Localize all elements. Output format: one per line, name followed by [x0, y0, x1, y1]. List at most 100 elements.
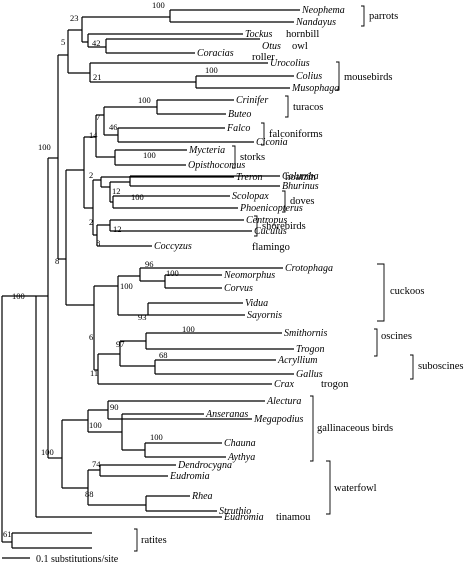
taxon-label: Vidua — [245, 298, 268, 309]
tip-labels: Neophema Nandayus Tockus Otus Coracias U… — [154, 5, 345, 523]
taxon-label: Smithornis — [284, 328, 327, 339]
support-value: 2 — [89, 217, 93, 227]
group-labels: parrots hornbill owl roller mousebirds t… — [134, 5, 464, 552]
support-value: 100 — [150, 432, 163, 442]
support-value: 100 — [41, 447, 54, 457]
taxon-label: Otus — [262, 41, 281, 52]
support-value: 100 — [131, 192, 144, 202]
taxon-label: Alectura — [266, 396, 301, 407]
taxon-label: Rhea — [191, 491, 213, 502]
group-label-turacos: turacos — [293, 102, 323, 113]
support-value: 6 — [89, 332, 93, 342]
taxon-label: Coracias — [197, 48, 234, 59]
group-label-flamingo: flamingo — [252, 242, 290, 253]
group-label-oscines: oscines — [381, 331, 412, 342]
taxon-label: Gallus — [296, 369, 323, 380]
group-label-parrots: parrots — [369, 11, 398, 22]
support-value: 12 — [112, 186, 121, 196]
taxon-label: Acryllium — [277, 355, 317, 366]
group-label-roller: roller — [252, 52, 275, 63]
support-value: 96 — [145, 259, 154, 269]
tree-branches — [1, 9, 300, 559]
taxon-label: Urocolius — [270, 58, 310, 69]
taxon-label: Corvus — [224, 283, 253, 294]
group-label-cuckoos: cuckoos — [390, 286, 424, 297]
taxon-label: Dendrocygna — [177, 460, 232, 471]
support-value: 97 — [116, 339, 125, 349]
taxon-label: Eudromia — [223, 512, 264, 523]
support-value: 14 — [89, 130, 98, 140]
group-label-ratites: ratites — [141, 535, 167, 546]
taxon-label: Scolopax — [232, 191, 269, 202]
group-label-owl: owl — [292, 41, 308, 52]
support-value: 61 — [3, 529, 12, 539]
taxon-label: Crax — [274, 379, 295, 390]
taxon-label: Megapodius — [253, 414, 304, 425]
taxon-label: Sayornis — [247, 310, 282, 321]
support-value: 23 — [70, 13, 79, 23]
support-value: 90 — [110, 402, 119, 412]
support-value: 74 — [92, 459, 101, 469]
support-value: 46 — [109, 122, 118, 132]
taxon-label: Cuculus — [254, 226, 287, 237]
taxon-label: Crotophaga — [285, 263, 333, 274]
support-value: 100 — [89, 420, 102, 430]
support-value: 100 — [166, 268, 179, 278]
taxon-label: Coccyzus — [154, 241, 192, 252]
support-value: 2 — [89, 170, 93, 180]
taxon-label: Falco — [226, 123, 250, 134]
taxon-label: Musophaga — [291, 83, 339, 94]
taxon-label: Centropus — [246, 215, 287, 226]
group-label-storks: storks — [240, 152, 265, 163]
taxon-label: Crinifer — [236, 95, 268, 106]
group-label-doves: doves — [290, 196, 315, 207]
taxon-label: Tockus — [245, 29, 273, 40]
taxon-label: Ciconia — [256, 137, 288, 148]
support-value: 7 — [96, 112, 100, 122]
support-value: 100 — [12, 291, 25, 301]
group-label-hornbill: hornbill — [286, 29, 319, 40]
taxon-label: Colius — [296, 71, 322, 82]
taxon-label: Treron — [236, 172, 263, 183]
taxon-label: Neomorphus — [223, 270, 275, 281]
support-value: 100 — [38, 142, 51, 152]
taxon-label: Buteo — [228, 109, 251, 120]
taxon-label: Struthio — [219, 506, 251, 517]
support-value: 100 — [205, 65, 218, 75]
support-values: 100 23 42 5 21 100 100 7 46 14 100 100 2… — [3, 0, 218, 539]
support-value: 88 — [85, 489, 94, 499]
group-label-tinamou: tinamou — [276, 512, 311, 523]
group-label-shorebirds: shorebirds — [262, 221, 306, 232]
support-value: 42 — [92, 38, 101, 48]
taxon-label: Bhurinus — [282, 181, 319, 192]
taxon-label: Aythya — [227, 452, 255, 463]
taxon-label: Mycteria — [188, 145, 225, 156]
support-value: 100 — [143, 150, 156, 160]
group-label-gallinaceous: gallinaceous birds — [317, 423, 393, 434]
taxon-label: Phoenicopterus — [239, 203, 303, 214]
group-label-falconiforms: falconiforms — [269, 129, 323, 140]
support-value: 68 — [159, 350, 168, 360]
support-value: 8 — [96, 238, 100, 248]
support-value: 12 — [113, 224, 122, 234]
support-value: 100 — [138, 95, 151, 105]
group-label-mousebirds: mousebirds — [344, 72, 392, 83]
taxon-label: Trogon — [296, 344, 325, 355]
support-value: 8 — [55, 256, 59, 266]
taxon-label: Nandayus — [295, 17, 336, 28]
support-value: 100 — [152, 0, 165, 10]
taxon-label: Eudromia — [169, 471, 210, 482]
support-value: 11 — [90, 368, 98, 378]
scale-bar-label: 0.1 substitutions/site — [36, 554, 119, 565]
taxon-label: Neophema — [301, 5, 345, 16]
support-value: 100 — [182, 324, 195, 334]
taxon-label: Chauna — [224, 438, 256, 449]
group-label-suboscines: suboscines — [418, 361, 464, 372]
taxon-label: Columba — [282, 171, 319, 182]
support-value: 5 — [61, 37, 65, 47]
support-value: 100 — [120, 281, 133, 291]
taxon-label: Opisthocomus — [188, 160, 245, 171]
support-value: 21 — [93, 72, 102, 82]
support-value: 93 — [138, 312, 147, 322]
group-label-hoatzin: hoatzin — [285, 172, 317, 183]
